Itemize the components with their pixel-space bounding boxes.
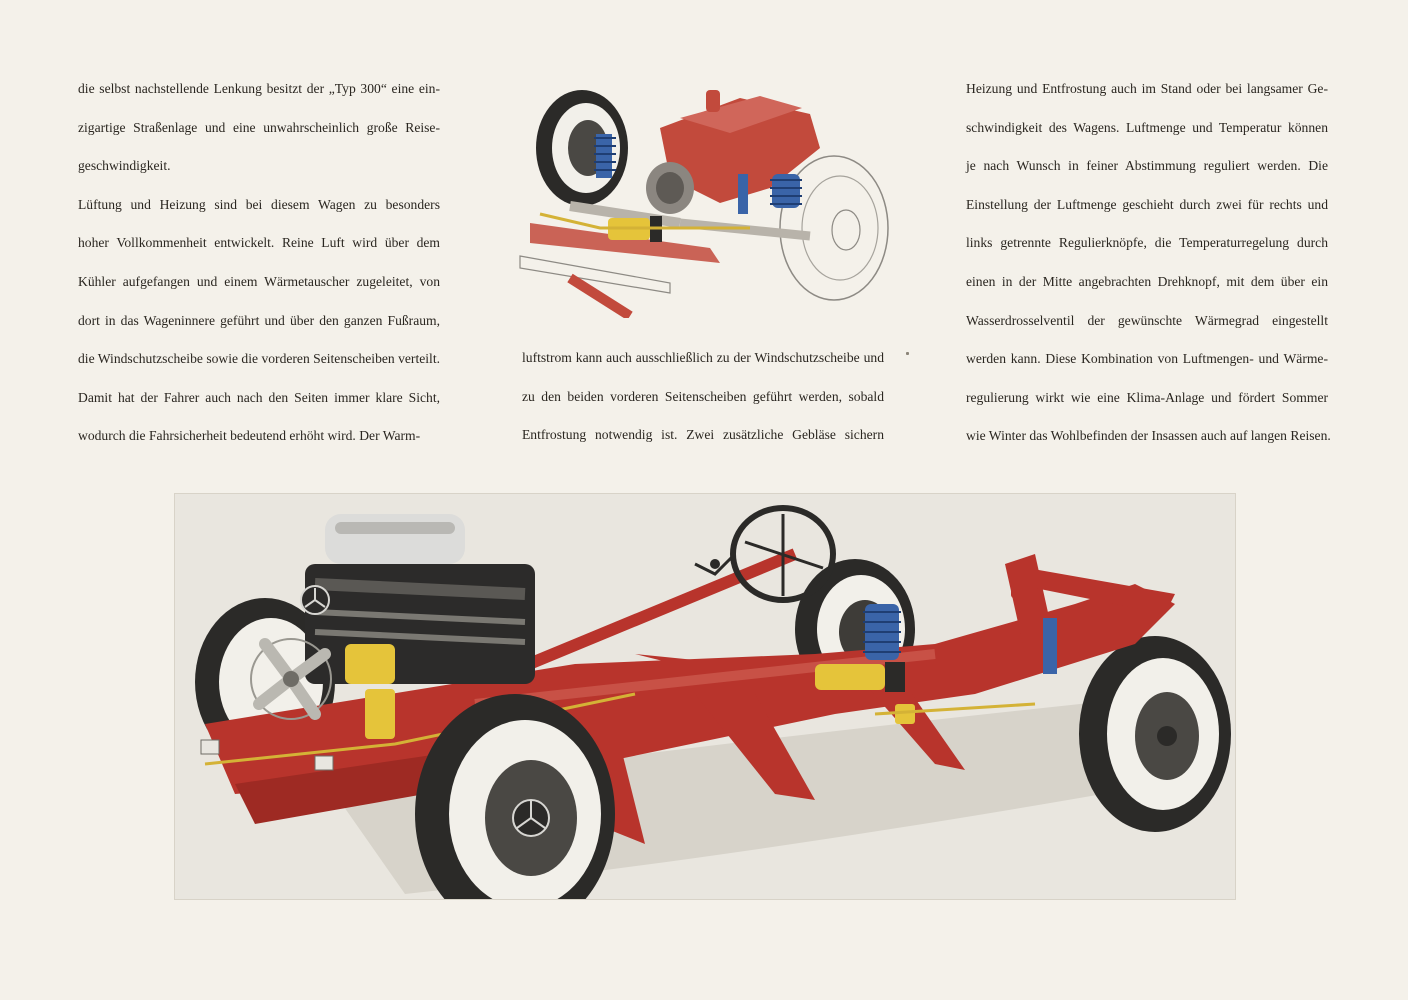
text-line: wodurch die Fahrsicherheit bedeutend erh…: [78, 428, 421, 444]
air-filter: [325, 514, 465, 564]
full-chassis-illustration-frame: [174, 493, 1236, 900]
rear-axle-chassis-illustration: [519, 90, 889, 318]
gear-lever-knob: [710, 559, 720, 569]
text-line: werden kann. Diese Kombination von Luftm…: [966, 351, 1328, 367]
text-line: die Windschutzscheibe sowie die vorderen…: [78, 351, 440, 367]
rear-spring-left: [594, 134, 616, 178]
text-line: Einstellung der Luftmenge geschieht durc…: [966, 196, 1328, 212]
text-line: schwindigkeit des Wagens. Luftmenge und …: [966, 119, 1328, 135]
text-line: Damit hat der Fahrer auch nach den Seite…: [78, 389, 440, 405]
text-line: Kühler aufgefangen und einem Wärmetausch…: [78, 273, 440, 289]
radiator-fan: [250, 638, 332, 720]
text-line: luftstrom kann auch ausschließlich zu de…: [522, 350, 884, 365]
text-line: einen in der Mitte angebrachten Drehknop…: [966, 273, 1328, 289]
text-line: geschwindigkeit.: [78, 158, 171, 174]
brake-components: [345, 644, 915, 739]
print-mark: [906, 352, 909, 355]
text-column-right: Heizung und Entfrostung auch im Stand od…: [966, 76, 1331, 462]
rear-right-wheel: [1079, 636, 1231, 832]
text-column-left: die selbst nachstellende Lenkung besitzt…: [78, 76, 440, 462]
text-line: zigartige Straßenlage und eine unwahrsch…: [78, 119, 440, 135]
text-line: Heizung und Entfrostung auch im Stand od…: [966, 81, 1328, 96]
steering-column: [502, 548, 798, 680]
rear-spring: [863, 604, 1057, 674]
text-line: Lüftung und Heizung sind bei diesem Wage…: [78, 196, 440, 212]
full-chassis-illustration: [195, 505, 1231, 899]
text-line: wie Winter das Wohlbefinden der Insassen…: [966, 428, 1331, 444]
text-line: regulierung wirkt wie eine Klima-Anlage …: [966, 389, 1328, 405]
text-line: Wasserdrosselventil der gewünschte Wärme…: [966, 312, 1328, 328]
text-line: Entfrostung notwendig ist. Zwei zusätzli…: [522, 427, 884, 443]
text-line: links getrennte Regulierknöpfe, die Temp…: [966, 235, 1328, 251]
rear-spring-right: [738, 174, 802, 214]
rear-right-tire: [779, 155, 889, 301]
engine-block: [300, 514, 535, 684]
text-line: hoher Vollkommenheit entwickelt. Reine L…: [78, 235, 440, 251]
text-column-middle: luftstrom kann auch ausschließlich zu de…: [522, 345, 884, 461]
text-line: dort in das Wageninnere geführt und über…: [78, 312, 440, 328]
front-right-wheel: [415, 694, 615, 899]
text-line: je nach Wunsch in feiner Abstimmung regu…: [966, 158, 1328, 174]
text-line: die selbst nachstellende Lenkung besitzt…: [78, 81, 440, 96]
text-line: zu den beiden vorderen Seitenscheiben ge…: [522, 388, 884, 404]
